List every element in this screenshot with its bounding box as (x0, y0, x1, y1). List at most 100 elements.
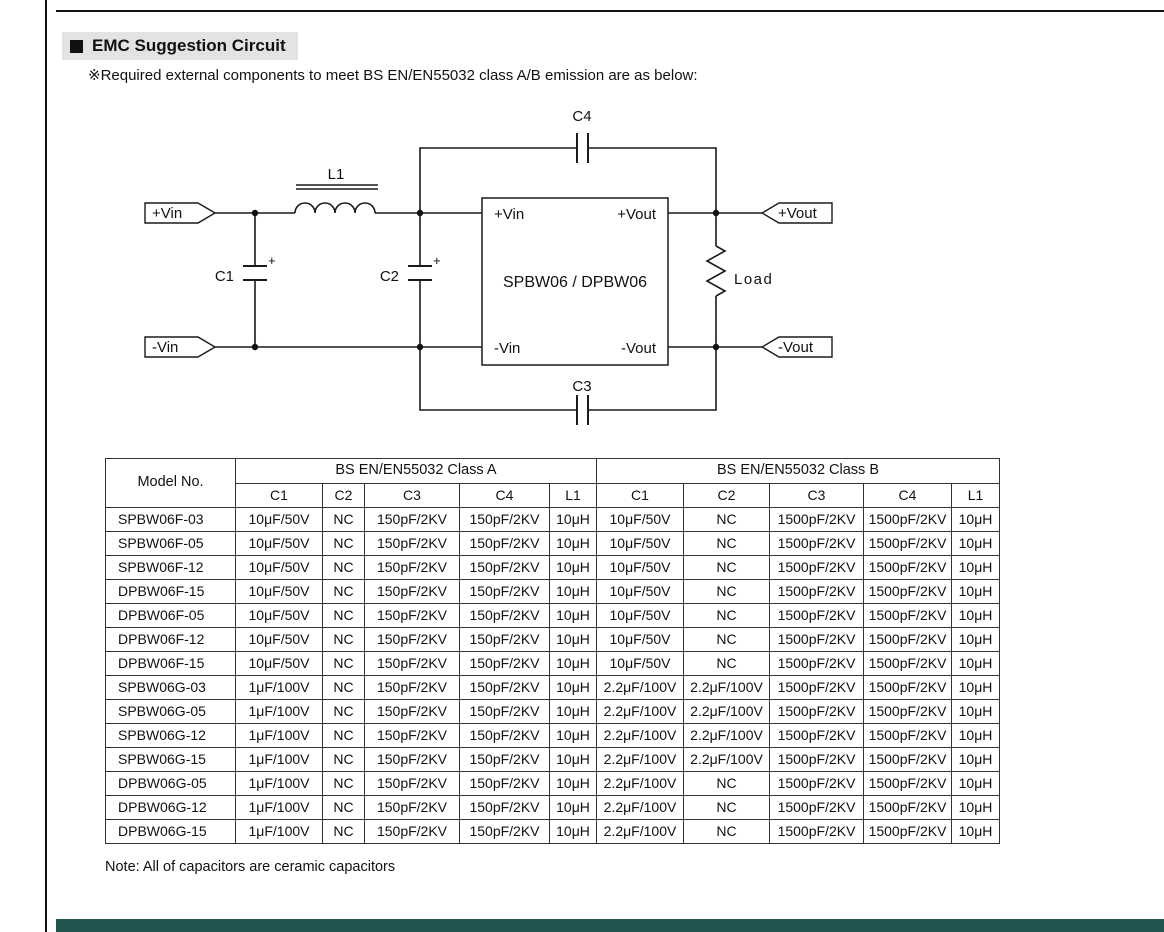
value-cell: 1500pF/2KV (863, 603, 952, 628)
value-cell: 1500pF/2KV (769, 747, 864, 772)
value-cell: NC (683, 555, 770, 580)
value-cell: 1500pF/2KV (769, 723, 864, 748)
value-cell: 150pF/2KV (459, 507, 550, 532)
value-cell: 150pF/2KV (364, 627, 460, 652)
value-cell: 150pF/2KV (459, 579, 550, 604)
value-cell: 1500pF/2KV (863, 699, 952, 724)
label-c2: C2 (380, 268, 399, 285)
value-cell: NC (322, 579, 365, 604)
terminal-tag-vin-pos: +Vin (144, 202, 217, 224)
model-cell: SPBW06F-05 (105, 531, 236, 556)
terminal-tag-vin-neg-label: -Vin (152, 339, 178, 356)
section-bullet-icon (70, 39, 83, 53)
value-cell: 10μH (549, 675, 597, 700)
value-cell: 150pF/2KV (364, 723, 460, 748)
value-cell: NC (683, 651, 770, 676)
value-cell: NC (322, 651, 365, 676)
value-cell: 1500pF/2KV (769, 555, 864, 580)
subcol-header-b-c3: C3 (769, 483, 864, 508)
value-cell: 1500pF/2KV (863, 795, 952, 820)
subcol-header-b-c2: C2 (683, 483, 770, 508)
value-cell: NC (322, 795, 365, 820)
box-port-vin-pos: +Vin (494, 206, 524, 223)
value-cell: 10μH (951, 651, 1000, 676)
value-cell: 1500pF/2KV (863, 627, 952, 652)
value-cell: 1500pF/2KV (863, 675, 952, 700)
value-cell: 10μF/50V (596, 627, 684, 652)
subcol-header-a-c4: C4 (459, 483, 550, 508)
model-cell: SPBW06G-03 (105, 675, 236, 700)
value-cell: 10μH (951, 675, 1000, 700)
value-cell: 10μF/50V (235, 555, 323, 580)
value-cell: 10μF/50V (596, 507, 684, 532)
model-cell: DPBW06F-05 (105, 603, 236, 628)
value-cell: 150pF/2KV (459, 627, 550, 652)
value-cell: 1μF/100V (235, 819, 323, 844)
value-cell: 10μH (951, 507, 1000, 532)
capacitor-c1-symbol (243, 265, 267, 281)
value-cell: 1500pF/2KV (863, 531, 952, 556)
value-cell: 150pF/2KV (364, 771, 460, 796)
model-cell: DPBW06G-05 (105, 771, 236, 796)
value-cell: NC (322, 723, 365, 748)
value-cell: 150pF/2KV (364, 675, 460, 700)
value-cell: 1500pF/2KV (769, 699, 864, 724)
subcol-header-b-c1: C1 (596, 483, 684, 508)
value-cell: 10μH (951, 603, 1000, 628)
c2-polarity-mark: + (433, 253, 441, 268)
model-cell: SPBW06G-05 (105, 699, 236, 724)
subcol-header-b-l1: L1 (951, 483, 1000, 508)
class-b-header: BS EN/EN55032 Class B (596, 458, 1000, 484)
value-cell: 2.2μF/100V (683, 675, 770, 700)
box-port-vin-neg: -Vin (494, 340, 520, 357)
model-cell: DPBW06G-15 (105, 819, 236, 844)
value-cell: 150pF/2KV (459, 795, 550, 820)
value-cell: 10μF/50V (235, 507, 323, 532)
value-cell: NC (683, 795, 770, 820)
value-cell: 10μF/50V (235, 627, 323, 652)
value-cell: NC (322, 603, 365, 628)
value-cell: 150pF/2KV (459, 771, 550, 796)
terminal-tag-vout-pos: +Vout (760, 202, 833, 224)
value-cell: 10μH (549, 723, 597, 748)
value-cell: 10μH (951, 579, 1000, 604)
terminal-tag-vout-neg: -Vout (760, 336, 833, 358)
value-cell: 10μH (951, 747, 1000, 772)
value-cell: 1500pF/2KV (769, 507, 864, 532)
terminal-tag-vin-pos-label: +Vin (152, 205, 182, 222)
section-title: EMC Suggestion Circuit (92, 36, 286, 55)
value-cell: 10μH (951, 819, 1000, 844)
c1-polarity-mark: + (268, 253, 276, 268)
value-cell: 1500pF/2KV (769, 795, 864, 820)
model-no-header: Model No. (105, 458, 236, 508)
value-cell: 1500pF/2KV (769, 675, 864, 700)
value-cell: 2.2μF/100V (683, 723, 770, 748)
value-cell: 10μH (951, 531, 1000, 556)
value-cell: NC (322, 555, 365, 580)
value-cell: 1500pF/2KV (769, 579, 864, 604)
value-cell: NC (683, 507, 770, 532)
subcol-header-a-c1: C1 (235, 483, 323, 508)
emc-circuit-diagram: +Vin +Vout SPBW06 / DPBW06 -Vin -Vout +V… (144, 108, 833, 425)
value-cell: 2.2μF/100V (596, 723, 684, 748)
value-cell: 150pF/2KV (459, 651, 550, 676)
value-cell: 2.2μF/100V (683, 747, 770, 772)
value-cell: 1500pF/2KV (769, 651, 864, 676)
value-cell: NC (322, 819, 365, 844)
value-cell: 10μH (549, 531, 597, 556)
label-load: Load (734, 271, 773, 288)
capacitor-c3-symbol (576, 395, 589, 425)
value-cell: NC (322, 675, 365, 700)
inductor-l1-symbol (294, 184, 378, 214)
value-cell: 10μH (951, 699, 1000, 724)
value-cell: 1μF/100V (235, 723, 323, 748)
